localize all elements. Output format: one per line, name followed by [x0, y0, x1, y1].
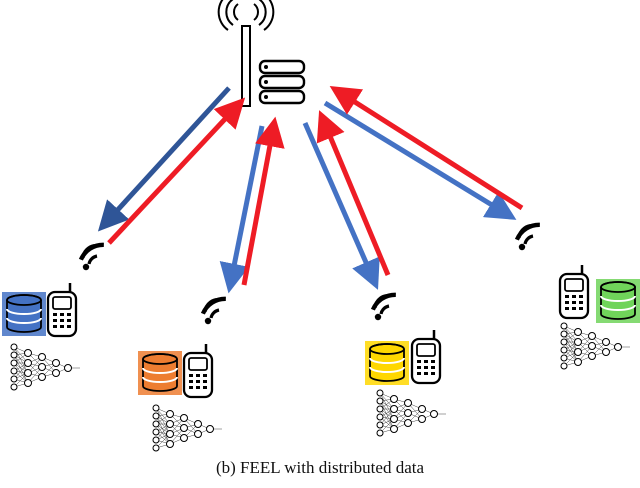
database-icon: [364, 340, 410, 386]
uplink-arrow-3: [316, 110, 391, 276]
database-icon: [137, 350, 183, 396]
neural-network-icon: [10, 343, 81, 391]
link-arrows: [97, 85, 524, 294]
neural-network-icon: [376, 389, 447, 437]
device-3: [364, 293, 447, 437]
device-1: [1, 243, 106, 391]
mobile-phone-icon: [558, 263, 590, 320]
device-4: [515, 223, 640, 370]
database-icon: [1, 291, 47, 337]
uplink-arrow-2: [241, 116, 285, 286]
wifi-signal-icon: [201, 297, 228, 326]
mobile-phone-icon: [410, 328, 442, 385]
mobile-phone-icon: [46, 281, 78, 338]
wifi-signal-icon: [515, 223, 542, 252]
device-2: [137, 297, 228, 452]
wifi-signal-icon: [371, 293, 398, 322]
downlink-arrow-4: [323, 100, 517, 220]
downlink-arrow-2: [219, 125, 265, 294]
neural-network-icon: [560, 322, 631, 370]
figure-caption: (b) FEEL with distributed data: [215, 458, 425, 477]
uplink-arrow-4: [329, 85, 524, 211]
uplink-arrow-1: [107, 97, 246, 245]
neural-network-icon: [152, 404, 223, 452]
mobile-phone-icon: [182, 342, 214, 399]
downlink-arrow-3: [302, 121, 380, 290]
server-stack-icon: [258, 59, 306, 105]
downlink-arrow-1: [97, 86, 231, 232]
cell-tower-icon: [217, 0, 275, 107]
database-icon: [595, 278, 640, 324]
wifi-signal-icon: [79, 243, 106, 272]
